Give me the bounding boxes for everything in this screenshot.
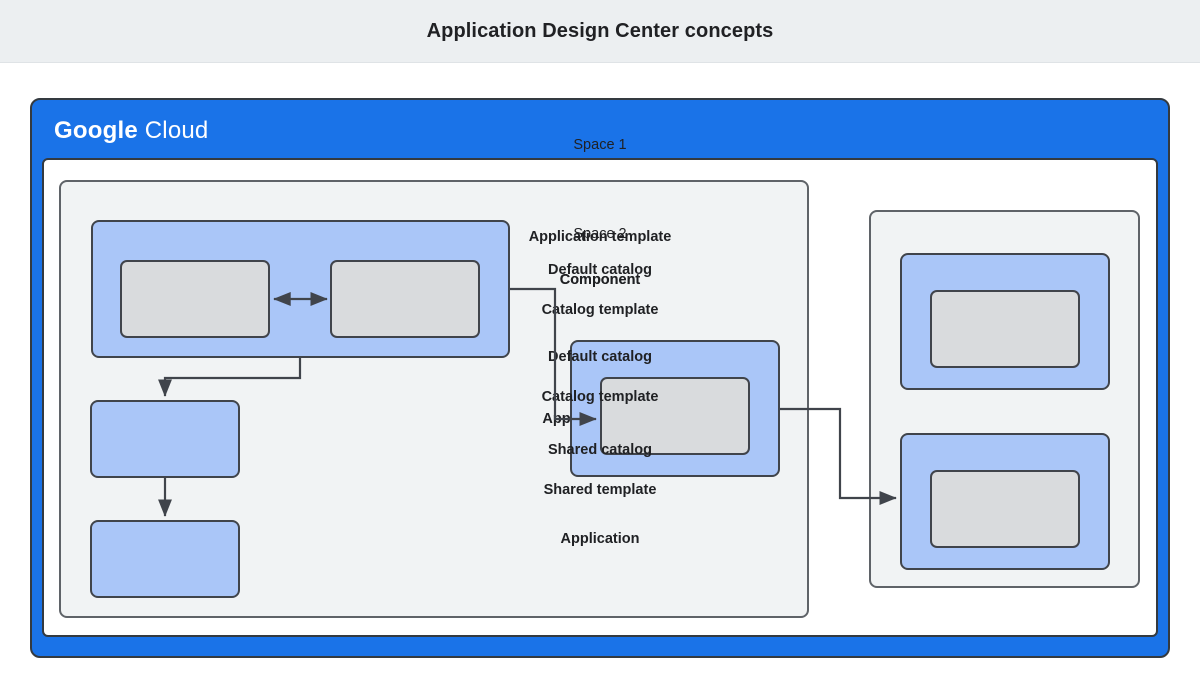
application-template-label: Application template bbox=[528, 229, 672, 245]
component-label-2: Component bbox=[559, 272, 641, 288]
space-1-label: Space 1 bbox=[573, 137, 627, 153]
component-box-1 bbox=[120, 260, 270, 338]
catalog-template-box-space-1 bbox=[600, 377, 750, 455]
component-box-2 bbox=[330, 260, 480, 338]
title-bar: Application Design Center concepts bbox=[0, 0, 1200, 63]
google-cloud-logo-cloud: Cloud bbox=[144, 117, 209, 144]
shared-template-box bbox=[930, 470, 1080, 548]
component-label-1: Component bbox=[559, 272, 641, 288]
application-box bbox=[90, 520, 240, 598]
default-catalog-label-space-2: Default catalog bbox=[548, 262, 652, 278]
shared-catalog-label: Shared catalog bbox=[548, 442, 652, 458]
space-2-label: Space 2 bbox=[573, 226, 627, 242]
application-draft-box bbox=[90, 400, 240, 478]
google-cloud-logo: Google Cloud bbox=[54, 117, 208, 145]
application-label: Application bbox=[560, 531, 640, 547]
catalog-template-box-space-2 bbox=[930, 290, 1080, 368]
google-cloud-logo-google: Google bbox=[54, 117, 138, 144]
page-title: Application Design Center concepts bbox=[426, 19, 774, 42]
shared-template-label: Shared template bbox=[543, 482, 657, 498]
catalog-template-label-space-2: Catalog template bbox=[541, 302, 659, 318]
diagram-canvas: Google Cloud Space 1 Application templat… bbox=[0, 63, 1200, 700]
